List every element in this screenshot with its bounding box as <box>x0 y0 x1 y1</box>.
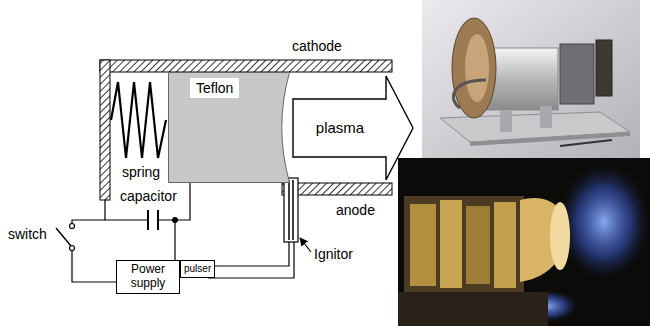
leader-line <box>300 238 311 252</box>
capacitor-symbol <box>148 210 178 230</box>
switch-symbol <box>56 224 75 251</box>
node-text: Power supply <box>120 263 176 291</box>
firing-photo <box>398 158 650 326</box>
node-text: plasma <box>316 119 364 137</box>
part-label: cathode <box>290 38 344 54</box>
part-label: spring <box>120 164 162 180</box>
ignitor-symbol <box>284 178 298 242</box>
process-box: Power supply <box>116 260 180 294</box>
part-label: capacitor <box>118 188 179 204</box>
process-box: pulser <box>180 260 215 278</box>
node-text: pulser <box>184 263 211 275</box>
part-label: switch <box>6 226 49 242</box>
circuit-wires <box>72 183 294 282</box>
teflon-block: Teflon <box>168 72 290 183</box>
plasma-arrow: plasma <box>292 75 414 181</box>
thruster-photo <box>422 0 640 158</box>
part-label: Ignitor <box>312 246 355 262</box>
spring-symbol <box>111 82 166 158</box>
thruster-housing <box>100 60 392 200</box>
node-text: Teflon <box>190 78 239 98</box>
part-label: anode <box>334 202 377 218</box>
